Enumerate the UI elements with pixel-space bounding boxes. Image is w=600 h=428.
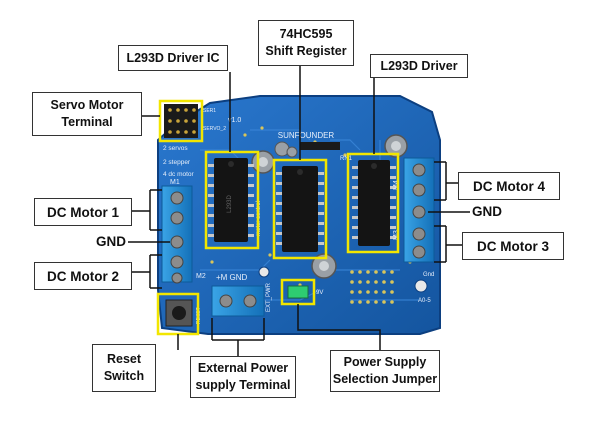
mounting-hole-left (258, 266, 270, 278)
silk-rn1: RN1 (340, 156, 353, 162)
label-l293d-driver-ic-text: L293D Driver IC (126, 50, 220, 65)
l293d-chip-right (358, 160, 390, 246)
mounting-hole (414, 279, 428, 293)
silk-pwr: +M GND (216, 273, 248, 282)
label-ext-power-line2: supply Terminal (195, 378, 291, 392)
silk-m4: M4 (393, 180, 400, 190)
label-l293d-driver-text: L293D Driver (380, 58, 458, 73)
silk-ext: EXT_PWR (266, 282, 272, 312)
silk-m3: M3 (393, 230, 400, 240)
shift-register-chip (282, 166, 318, 252)
label-reset-line1: Reset (106, 352, 142, 366)
label-dc-motor-2-text: DC Motor 2 (47, 268, 119, 284)
terminal-block-left (161, 185, 193, 284)
servo-header (164, 104, 198, 138)
label-gnd-right: GND (472, 204, 502, 219)
rn1-resistor-network (300, 142, 340, 150)
terminal-block-right (403, 157, 435, 263)
label-servo-terminal: Servo Motor Terminal (32, 92, 142, 136)
label-dc-motor-4: DC Motor 4 (458, 172, 560, 200)
silk-4-dc: 4 dc motor (163, 171, 195, 178)
label-jumper-line1: Power Supply (343, 355, 427, 369)
label-dc-motor-1-text: DC Motor 1 (47, 204, 119, 220)
silk-gnd: Gnd (423, 272, 434, 278)
external-power-terminal (211, 285, 265, 317)
silk-m1: M1 (170, 179, 180, 186)
highlight-l293d-right (346, 152, 400, 254)
label-shift-register: 74HC595 Shift Register (258, 20, 354, 66)
silk-2-stepper: 2 stepper (163, 159, 191, 166)
l293d-chip-left: L293D (214, 158, 248, 242)
silk-9v: 9V (316, 290, 323, 296)
chip-legs (208, 164, 396, 245)
silk-ser1: SER1 (203, 108, 216, 114)
silk-m2: M2 (196, 273, 206, 280)
silk-servo-2: SERVO_2 (203, 126, 226, 132)
leader-jumper (297, 304, 381, 354)
label-external-power: External Power supply Terminal (190, 356, 296, 398)
svg-text:L293D: L293D (227, 194, 233, 212)
reset-switch (165, 299, 193, 327)
label-reset-switch: Reset Switch (92, 344, 156, 392)
highlight-servo (158, 99, 204, 143)
label-dc-motor-2: DC Motor 2 (34, 262, 132, 290)
label-shift-register-line2: Shift Register (265, 44, 347, 58)
silk-brand: SUNFOUNDER (278, 131, 335, 140)
highlight-l293d-left (204, 150, 260, 250)
bracket-dc-motor-2 (130, 254, 162, 289)
label-power-jumper: Power Supply Selection Jumper (330, 350, 440, 392)
label-dc-motor-3-text: DC Motor 3 (477, 238, 549, 254)
label-shift-register-line1: 74HC595 (279, 27, 333, 41)
label-gnd-left: GND (96, 234, 126, 249)
label-dc-motor-1: DC Motor 1 (34, 198, 132, 226)
silk-a05: A0-5 (418, 298, 431, 304)
bracket-dc-motor-1 (130, 189, 162, 231)
label-dc-motor-4-text: DC Motor 4 (473, 178, 545, 194)
power-jumper (287, 285, 309, 299)
bracket-dc-motor-4 (434, 161, 458, 201)
pin-header-grid (350, 270, 394, 304)
label-servo-line1: Servo Motor (50, 98, 124, 112)
label-reset-line2: Switch (103, 369, 145, 383)
label-dc-motor-3: DC Motor 3 (462, 232, 564, 260)
label-jumper-line2: Selection Jumper (332, 372, 438, 386)
label-l293d-driver-ic: L293D Driver IC (118, 45, 228, 71)
label-l293d-driver: L293D Driver (370, 54, 468, 78)
bracket-dc-motor-3 (434, 225, 462, 263)
silk-2-servos: 2 servos (163, 145, 188, 152)
bracket-ext-power (211, 318, 265, 358)
silk-version: v1.0 (228, 117, 241, 124)
label-servo-line2: Terminal (61, 115, 113, 129)
label-ext-power-line1: External Power (197, 361, 289, 375)
